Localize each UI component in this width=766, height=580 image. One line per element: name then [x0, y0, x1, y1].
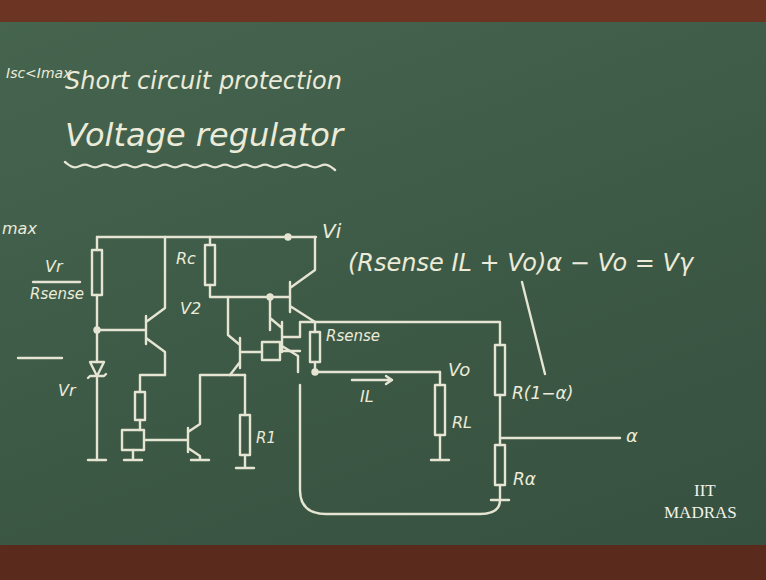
transistor-symbol: [144, 375, 230, 460]
transistor-symbol: [290, 237, 315, 332]
part-name: Rc: [176, 250, 196, 268]
wire: [280, 350, 300, 352]
wire: [230, 374, 245, 376]
note-fragment: max: [2, 220, 37, 238]
ground: [88, 459, 106, 461]
wavy-underline: [65, 162, 335, 170]
junction-dot: [286, 235, 291, 240]
resistor-symbol: [205, 245, 215, 285]
resistor-symbol: [435, 385, 445, 435]
tap-line: [500, 437, 620, 439]
wire: [236, 375, 254, 468]
signal-name: IL: [360, 388, 374, 406]
amplifier-symbol: [262, 342, 280, 360]
pin-name: Vi: [322, 220, 341, 242]
transistor-symbol: [228, 297, 262, 375]
junction-dot: [95, 328, 100, 333]
signal-name: V2: [180, 300, 201, 318]
signal-name: Vr: [45, 258, 63, 276]
zener-symbol: [88, 362, 106, 378]
junction-dot: [313, 370, 318, 375]
resistor-symbol: [495, 345, 505, 395]
heading: Voltage regulator: [65, 118, 343, 153]
condition-note: Isc<Imax: [6, 66, 71, 81]
frame-top: [0, 0, 766, 22]
wire: [140, 375, 165, 430]
fraction-bar: [33, 281, 80, 283]
chalk-stroke: [18, 357, 62, 359]
leader-line: [522, 282, 545, 374]
resistor-symbol: [240, 415, 250, 455]
signal-name: α: [626, 426, 638, 446]
resistor-symbol: [92, 250, 102, 295]
equation: (Rsense IL + Vo)α − Vo = Vγ: [348, 250, 693, 276]
signal-name: Vo: [448, 360, 470, 380]
current-arrow: [352, 376, 392, 384]
output-wire: [315, 362, 440, 372]
part-name: Rα: [513, 470, 536, 489]
resistor-symbol: [495, 445, 505, 485]
wire: [210, 237, 290, 297]
wire: [96, 237, 98, 460]
part-name: Rsense: [326, 328, 380, 345]
signal-name: Rsense: [30, 286, 84, 303]
heading-note: Short circuit protection: [65, 68, 342, 94]
wire: [431, 372, 449, 460]
ground: [124, 450, 142, 460]
watermark: MADRAS: [664, 504, 737, 523]
frame-bottom: [0, 545, 766, 580]
part-name: RL: [452, 414, 472, 432]
watermark: IIT: [694, 482, 716, 501]
part-name: R1: [256, 430, 276, 447]
transistor-symbol: [97, 237, 165, 375]
feedback-wire: [315, 322, 509, 500]
feedback-loop: [300, 385, 500, 514]
transistor-symbol: [122, 430, 144, 450]
resistor-symbol: [310, 332, 320, 362]
supply-rail: [97, 236, 316, 238]
signal-name: Vr: [58, 382, 76, 400]
part-name: R(1−α): [512, 384, 573, 403]
resistor-symbol: [135, 392, 145, 420]
